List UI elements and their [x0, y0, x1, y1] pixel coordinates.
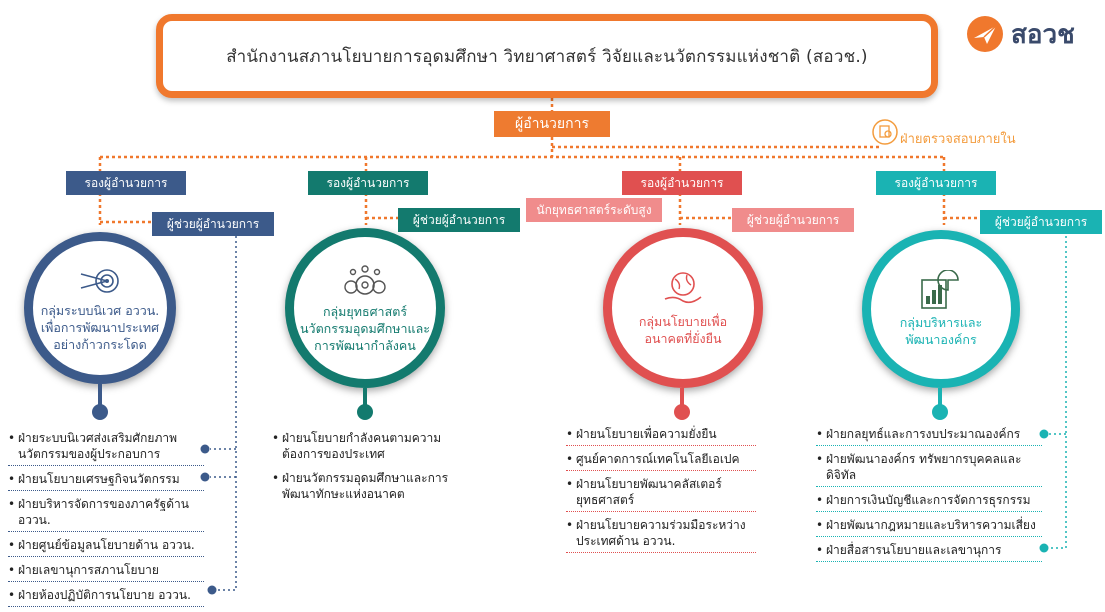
list-item: ฝ่ายนโยบายกำลังคนตามความต้องการของประเทศ [272, 430, 462, 465]
list-item: ฝ่ายศูนย์ข้อมูลนโยบายด้าน อววน. [8, 537, 204, 557]
assistant-director-1: ผู้ช่วยผู้อำนวยการ [152, 212, 274, 236]
group-circle-1: กลุ่มระบบนิเวศ อววน. เพื่อการพัฒนาประเทศ… [24, 232, 176, 384]
group-2-line-1: กลุ่มยุทธศาสตร์ [322, 303, 408, 319]
group-2-line-2: นวัตกรรมอุดมศึกษาและ [300, 320, 430, 336]
list-item: ฝ่ายนโยบายเศรษฐกิจนวัตกรรม [8, 471, 204, 491]
director-box: ผู้อำนวยการ [494, 111, 610, 137]
group-3-line-2: อนาคตที่ยั่งยืน [644, 331, 722, 346]
page-title: สำนักงานสภานโยบายการอุดมศึกษา วิทยาศาสตร… [226, 46, 868, 67]
group-circle-2: กลุ่มยุทธศาสตร์ นวัตกรรมอุดมศึกษาและ การ… [285, 228, 445, 388]
assistant-director-4: ผู้ช่วยผู้อำนวยการ [980, 210, 1102, 234]
assistant-director-3: ผู้ช่วยผู้อำนวยการ [732, 208, 854, 232]
list-item: ฝ่ายพัฒนาองค์กร ทรัพยากรบุคคลและดิจิทัล [816, 451, 1042, 487]
list-item: ฝ่ายการเงินบัญชีและการจัดการธุรกรรม [816, 492, 1042, 512]
assistant-director-2: ผู้ช่วยผู้อำนวยการ [398, 208, 520, 232]
stem-4 [938, 388, 942, 406]
deputy-director-4: รองผู้อำนวยการ [876, 171, 996, 195]
list-item: ฝ่ายนวัตกรรมอุดมศึกษาและการพัฒนาทักษะแห่… [272, 470, 462, 505]
group-1-line-1: กลุ่มระบบนิเวศ อววน. [40, 302, 160, 318]
target-arrow-icon [80, 268, 119, 293]
stem-dot-4 [932, 404, 948, 420]
deputy-director-2: รองผู้อำนวยการ [308, 171, 428, 195]
stem-2 [363, 388, 367, 406]
deputy-director-1: รองผู้อำนวยการ [66, 171, 186, 195]
gears-people-icon [344, 264, 386, 295]
group-circle-3: กลุ่มนโยบายเพื่อ อนาคตที่ยั่งยืน [603, 228, 763, 388]
chart-clipboard-icon [921, 270, 959, 309]
division-list-1: ฝ่ายระบบนิเวศส่งเสริมศักยภาพนวัตกรรมของผ… [8, 430, 204, 612]
list-item: ฝ่ายสื่อสารนโยบายและเลขานุการ [816, 542, 1042, 562]
stem-dot-2 [357, 404, 373, 420]
group-3-line-1: กลุ่มนโยบายเพื่อ [638, 314, 728, 329]
stem-1 [98, 384, 102, 406]
title-box: สำนักงานสภานโยบายการอุดมศึกษา วิทยาศาสตร… [156, 14, 938, 98]
internal-audit-label: ฝ่ายตรวจสอบภายใน [900, 132, 1016, 147]
stem-dot-1 [92, 404, 108, 420]
list-item: ฝ่ายระบบนิเวศส่งเสริมศักยภาพนวัตกรรมของผ… [8, 430, 204, 466]
list-item: ฝ่ายนโยบายพัฒนาคลัสเตอร์ยุทธศาสตร์ [566, 476, 756, 512]
hand-globe-icon [664, 272, 702, 304]
group-1-line-3: อย่างก้าวกระโดด [53, 336, 147, 352]
group-1-line-2: เพื่อการพัฒนาประเทศ [40, 319, 160, 335]
stem-3 [680, 388, 684, 406]
division-list-3: ฝ่ายนโยบายเพื่อความยั่งยืน ศูนย์คาดการณ์… [566, 426, 756, 558]
group-4-line-1: กลุ่มบริหารและ [899, 315, 983, 330]
group-4-line-2: พัฒนาองค์กร [905, 332, 977, 347]
division-list-2: ฝ่ายนโยบายกำลังคนตามความต้องการของประเทศ… [272, 430, 462, 510]
logo-text: สอวช [1011, 18, 1075, 49]
group-circle-4: กลุ่มบริหารและ พัฒนาองค์กร [862, 230, 1020, 388]
deputy-director-3: รองผู้อำนวยการ [622, 171, 742, 195]
audit-icon [872, 119, 898, 149]
list-item: ฝ่ายพัฒนากฎหมายและบริหารความเสี่ยง [816, 517, 1042, 537]
senior-strategist: นักยุทธศาสตร์ระดับสูง [526, 198, 662, 222]
list-item: ฝ่ายบริหารจัดการของภาครัฐด้าน อววน. [8, 496, 204, 532]
list-item: ฝ่ายเลขานุการสภานโยบาย [8, 562, 204, 582]
group-2-line-3: การพัฒนากำลังคน [314, 337, 416, 353]
list-item: ฝ่ายห้องปฏิบัติการนโยบาย อววน. [8, 587, 204, 607]
list-item: ฝ่ายนโยบายความร่วมมือระหว่างประเทศด้าน อ… [566, 517, 756, 553]
logo: สอวช [965, 12, 1097, 56]
stem-dot-3 [674, 404, 690, 420]
list-item: ฝ่ายนโยบายเพื่อความยั่งยืน [566, 426, 756, 446]
division-list-4: ฝ่ายกลยุทธ์และการงบประมาณองค์กร ฝ่ายพัฒน… [816, 426, 1042, 567]
paper-plane-logo-icon [967, 16, 1003, 52]
list-item: ฝ่ายกลยุทธ์และการงบประมาณองค์กร [816, 426, 1042, 446]
list-item: ศูนย์คาดการณ์เทคโนโลยีเอเปค [566, 451, 756, 471]
